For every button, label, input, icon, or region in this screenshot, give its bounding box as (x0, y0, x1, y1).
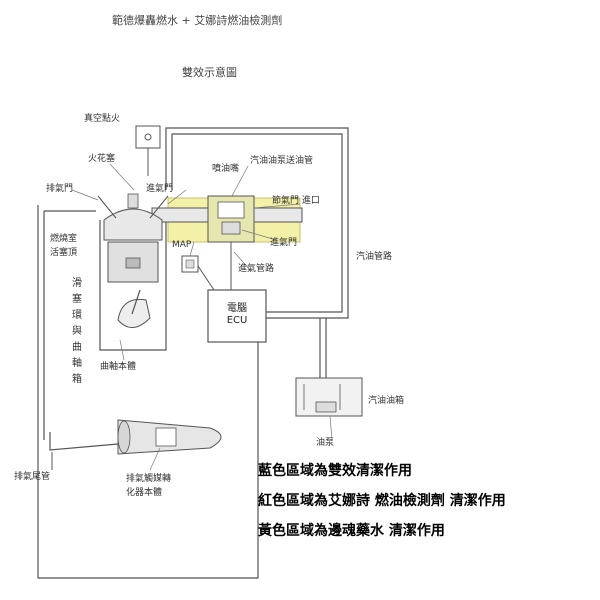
label-piston-top-2: 活塞頂 (50, 248, 78, 258)
legend-yellow: 黃色區域為邊魂藥水 清潔作用 (258, 523, 445, 539)
label-fuel-tank: 汽油油箱 (368, 396, 405, 406)
diagram-title: 範德爆轟燃水 + 艾娜詩燃油檢測劑 (112, 14, 283, 27)
legend-blue: 藍色區域為雙效清潔作用 (258, 463, 412, 479)
label-vacuum-line: 汽油油泵送油管 (250, 156, 314, 166)
legend-red: 紅色區域為艾娜詩 燃油檢測劑 清潔作用 (258, 493, 506, 509)
ecu-box (207, 258, 267, 343)
piston (107, 241, 159, 283)
label-catalytic-2: 化器本體 (126, 488, 163, 498)
vacuum-sensor (135, 125, 161, 176)
engine-block (37, 205, 259, 579)
label-catalytic-1: 排氣觸媒轉 (126, 474, 172, 484)
label-spark-plug: 火花塞 (88, 154, 116, 164)
label-crank-column: 滑 塞 環 與 曲 軸 箱 (72, 278, 82, 385)
label-exhaust-valve: 排氣門 (46, 184, 74, 194)
diagram-subtitle: 雙效示意圖 (182, 66, 237, 79)
label-intake-line: 進氣管路 (238, 264, 275, 274)
label-injector: 噴油嘴 (212, 164, 240, 174)
ecu-label-2: ECU (226, 315, 248, 326)
map-sensor (181, 255, 215, 291)
label-fuel-pump: 油泵 (316, 438, 335, 448)
label-map: MAP (172, 240, 192, 250)
ecu-label-1: 電腦 (227, 303, 247, 314)
crankshaft (117, 289, 151, 328)
cylinder-head (97, 193, 169, 241)
label-fuel-line: 汽油管路 (356, 252, 393, 262)
fuel-line-loop (165, 127, 349, 319)
throttle-body (207, 195, 255, 258)
label-intake-valve: 進氣門 (146, 184, 174, 194)
label-piston-top-1: 燃燒室 (50, 234, 78, 244)
fuel-tank (295, 377, 363, 417)
tank-feed-pipe (319, 318, 327, 378)
label-crankcase: 曲軸本體 (100, 362, 137, 372)
callout-lines (71, 163, 333, 471)
label-throttle-inlet: 節氣門 進口 (272, 196, 320, 206)
label-top-left-box: 真空點火 (84, 114, 121, 124)
ecu-text: 電腦 ECU (212, 303, 262, 327)
label-throttle-valve: 進氣門 (270, 238, 298, 248)
exhaust-assembly (49, 419, 222, 470)
label-exhaust-pipe: 排氣尾管 (14, 472, 51, 482)
